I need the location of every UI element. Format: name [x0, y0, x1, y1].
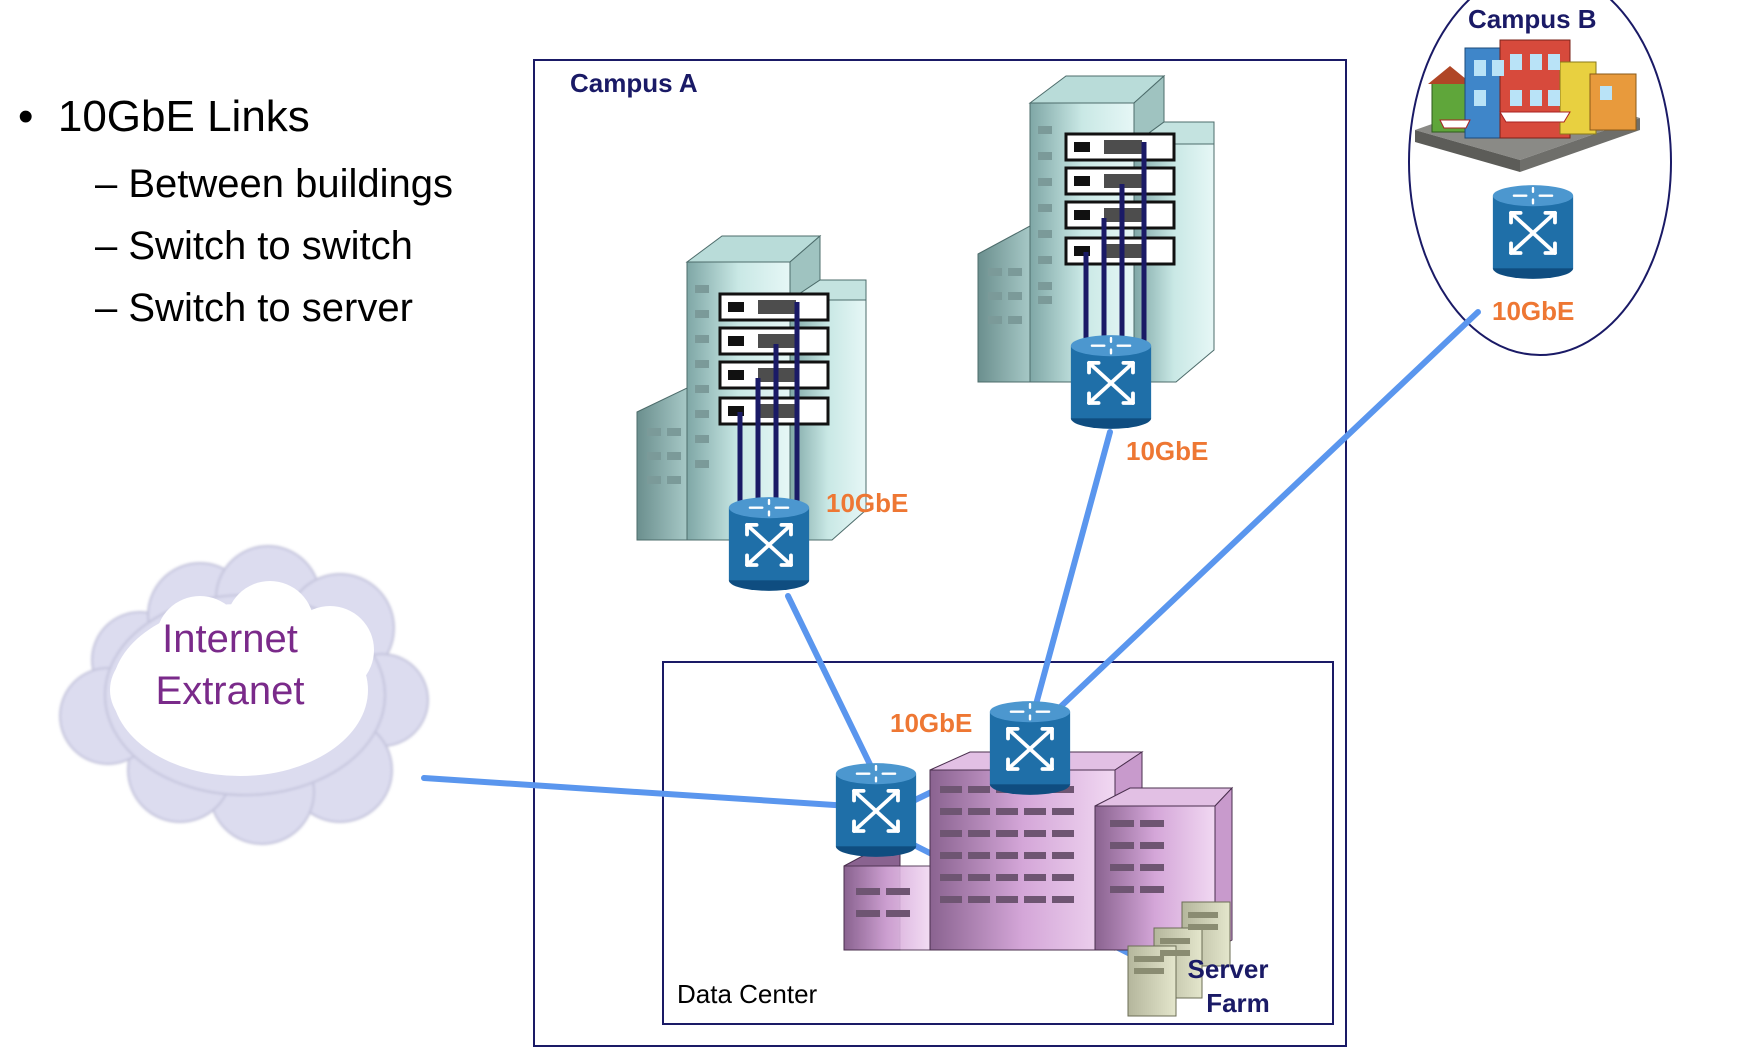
switch-building-2-icon: [1071, 335, 1151, 429]
dash-glyph: –: [95, 224, 118, 268]
internet-cloud: [59, 545, 429, 845]
switch-campus-b-icon: [1493, 185, 1573, 279]
bullet-sub-3: – Switch to server: [95, 286, 413, 331]
campus-a-boundary: [533, 59, 1347, 1047]
campus-a-label: Campus A: [570, 68, 698, 98]
server-farm-label-line1: Server: [1188, 954, 1269, 984]
link-label-building-1: 10GbE: [826, 488, 908, 518]
cloud-label-line1: Internet: [162, 617, 298, 661]
switch-core-right-icon: [990, 701, 1070, 795]
dash-glyph: –: [95, 286, 118, 330]
campus-b-boundary: [1408, 0, 1672, 356]
cloud-label-line2: Extranet: [156, 669, 305, 713]
bullet-sub-text: Switch to switch: [128, 224, 413, 268]
data-center-boundary: [662, 661, 1334, 1025]
bullet-glyph: •: [18, 92, 34, 141]
campus-b-label: Campus B: [1468, 4, 1597, 34]
link-campusb-core: [1052, 309, 1481, 715]
link-label-data-center: 10GbE: [890, 708, 972, 738]
bullet-sub-text: Switch to server: [128, 286, 413, 330]
switch-building-1-icon: [729, 497, 809, 591]
bullet-main-text: 10GbE Links: [57, 92, 310, 141]
link-cloud-core: [421, 775, 883, 811]
link-label-campus-b: 10GbE: [1492, 296, 1574, 326]
building-2: [977, 74, 1215, 383]
link-label-building-2: 10GbE: [1126, 436, 1208, 466]
server-farm-label-line2: Farm: [1206, 988, 1270, 1018]
link-bldg1-core: [785, 593, 883, 788]
bullet-main: • 10GbE Links: [18, 92, 310, 142]
bullet-sub-text: Between buildings: [128, 162, 454, 206]
switch-core-left-icon: [836, 763, 916, 857]
bullet-sub-2: – Switch to switch: [95, 224, 413, 269]
building-1: [636, 234, 867, 541]
campus-b-buildings: [1415, 39, 1640, 172]
link-bldg2-core: [1032, 429, 1113, 711]
server-farm-icon: [1127, 901, 1231, 1017]
dash-glyph: –: [95, 162, 118, 206]
data-center-label: Data Center: [677, 979, 818, 1009]
bullet-sub-1: – Between buildings: [95, 162, 453, 207]
